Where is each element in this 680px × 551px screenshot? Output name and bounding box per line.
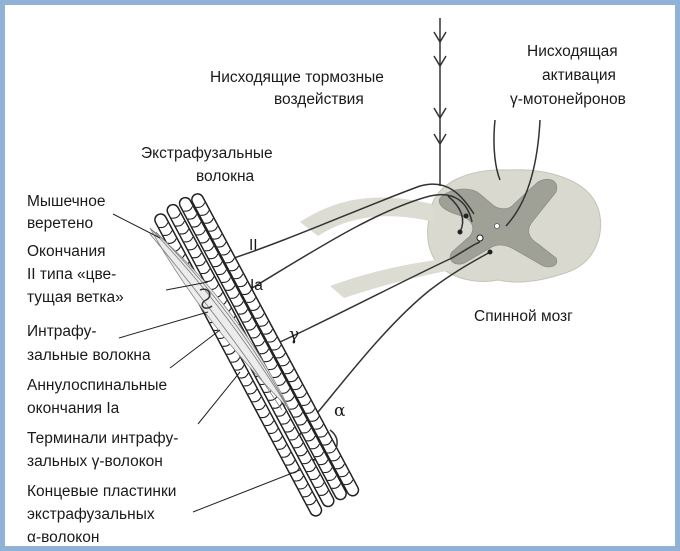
label-extrafusal-2: волокна xyxy=(196,168,255,185)
label-flower-spray-1: Окончания xyxy=(27,243,106,260)
leader-intrafusal xyxy=(119,312,208,338)
synapse-4 xyxy=(458,230,463,235)
label-annulospiral-2: окончания Ia xyxy=(27,400,120,417)
label-fiber-II: II xyxy=(249,237,258,254)
label-fiber-alpha: α xyxy=(334,401,346,421)
label-descending-activation-3: γ-мотонейронов xyxy=(510,91,626,108)
leader-spindle xyxy=(113,214,160,238)
label-fiber-Ia: Ia xyxy=(250,277,263,294)
spinal-cord xyxy=(428,170,601,282)
label-descending-activation-1: Нисходящая xyxy=(527,43,618,60)
label-fiber-gamma: γ xyxy=(289,325,299,345)
label-annulospiral-1: Аннулоспинальные xyxy=(27,377,167,394)
synapse-1 xyxy=(464,214,469,219)
label-spinal-cord: Спинной мозг xyxy=(474,308,573,325)
label-gamma-terminals-2: зальных γ-волокон xyxy=(27,453,163,470)
leader-endplates xyxy=(193,470,300,512)
label-descending-inhibitory-2: воздействия xyxy=(274,91,364,108)
synapse-2 xyxy=(477,235,483,241)
label-descending-inhibitory-1: Нисходящие тормозные xyxy=(210,69,384,86)
label-spindle-2: веретено xyxy=(27,215,93,232)
ventral-root xyxy=(330,258,452,298)
leader-annulospiral xyxy=(170,330,220,368)
label-flower-spray-3: тущая ветка» xyxy=(27,289,124,306)
leader-gamma-terminals xyxy=(198,372,240,424)
label-endplates-1: Концевые пластинки xyxy=(27,483,176,500)
label-intrafusal-1: Интрафу- xyxy=(27,323,97,340)
descending-inhibitory-pathway xyxy=(434,18,446,186)
label-flower-spray-2: II типа «цве- xyxy=(27,266,116,283)
label-endplates-2: экстрафузальных xyxy=(27,506,155,523)
label-intrafusal-2: зальные волокна xyxy=(27,347,151,364)
label-gamma-terminals-1: Терминали интрафу- xyxy=(27,430,178,447)
central-canal xyxy=(495,224,500,229)
label-endplates-3: α-волокон xyxy=(27,529,99,546)
dorsal-root xyxy=(300,198,434,236)
label-spindle-1: Мышечное xyxy=(27,193,105,210)
label-descending-activation-2: активация xyxy=(542,67,616,84)
synapse-3 xyxy=(488,250,493,255)
label-extrafusal-1: Экстрафузальные xyxy=(141,145,273,162)
